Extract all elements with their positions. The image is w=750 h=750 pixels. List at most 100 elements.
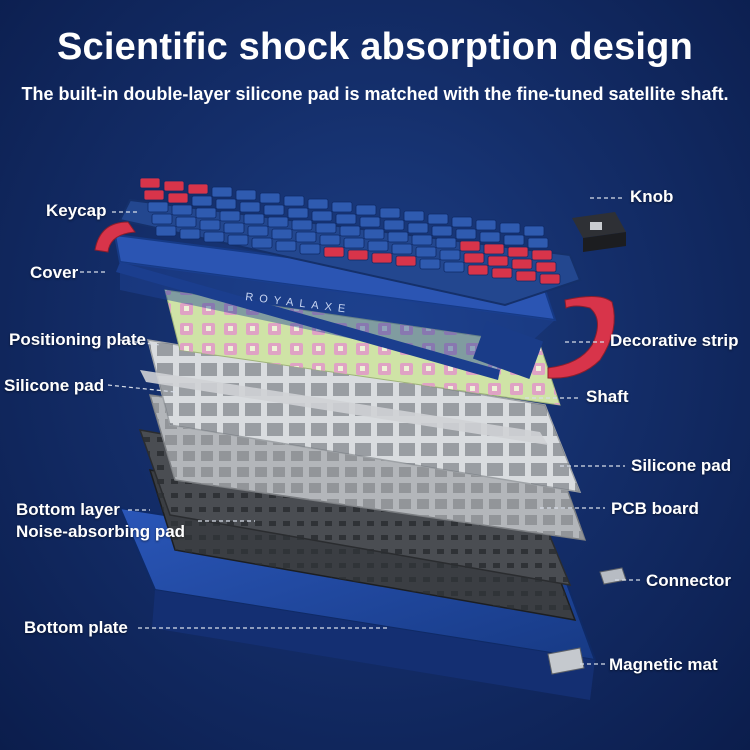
keycap	[415, 246, 437, 258]
keycap	[299, 243, 321, 255]
silicone-pad-upper	[140, 370, 548, 445]
label-keycap: Keycap	[46, 201, 107, 220]
keycap	[419, 258, 441, 270]
keycap	[359, 216, 381, 228]
page-title: Scientific shock absorption design	[56, 26, 694, 68]
keycap	[539, 273, 561, 285]
keycap	[263, 204, 285, 216]
page-subtitle: The built-in double-layer silicone pad i…	[21, 84, 729, 104]
label-bottom-plate: Bottom plate	[24, 618, 128, 637]
keycap	[283, 195, 305, 207]
keycap	[191, 195, 213, 207]
keycap	[467, 264, 489, 276]
keycap-grid	[139, 177, 561, 285]
keycap	[219, 210, 241, 222]
keycap	[483, 243, 505, 255]
keycap	[347, 249, 369, 261]
keycap	[179, 228, 201, 240]
keycap	[463, 252, 485, 264]
keycap	[311, 210, 333, 222]
label-connector: Connector	[646, 571, 731, 590]
keycap	[511, 258, 533, 270]
keycap	[267, 216, 289, 228]
label-silicone-pad-right: Silicone pad	[631, 456, 732, 475]
keycap	[395, 255, 417, 267]
keycap	[343, 237, 365, 249]
keycap	[391, 243, 413, 255]
keycap	[371, 252, 393, 264]
keycap	[215, 198, 237, 210]
keycap	[271, 228, 293, 240]
leader-lines	[80, 197, 640, 665]
keycap	[211, 186, 233, 198]
keycap	[319, 234, 341, 246]
keycap	[275, 240, 297, 252]
label-decorative-strip: Decorative strip	[610, 331, 739, 350]
keycap	[459, 240, 481, 252]
label-pcb-board: PCB board	[611, 499, 699, 518]
keycap	[527, 237, 549, 249]
keycap	[535, 261, 557, 273]
keycap	[307, 198, 329, 210]
label-noise-absorbing-pad: Noise-absorbing pad	[16, 522, 186, 541]
keycap	[235, 189, 257, 201]
keycap	[439, 249, 461, 261]
decorative-strips	[94, 221, 615, 379]
keycap	[331, 201, 353, 213]
keycap	[443, 261, 465, 273]
keycap	[479, 231, 501, 243]
keycap	[175, 216, 197, 228]
keycap	[143, 189, 165, 201]
keycap-layer	[118, 177, 582, 307]
keycap	[187, 183, 209, 195]
label-shaft: Shaft	[586, 387, 629, 406]
keycap	[151, 213, 173, 225]
keycap	[259, 192, 281, 204]
keycap	[383, 219, 405, 231]
keycap	[223, 222, 245, 234]
keycap	[291, 219, 313, 231]
keycap	[339, 225, 361, 237]
keycap	[355, 204, 377, 216]
keycap	[335, 213, 357, 225]
keycap	[451, 216, 473, 228]
keycap	[487, 255, 509, 267]
keycap	[195, 207, 217, 219]
magnetic-mat-part	[547, 647, 585, 675]
keycap	[155, 225, 177, 237]
label-magnetic-mat: Magnetic mat	[609, 655, 718, 674]
keycap	[247, 225, 269, 237]
keycap	[363, 228, 385, 240]
label-knob: Knob	[630, 187, 674, 206]
keycap	[323, 246, 345, 258]
keycap	[227, 234, 249, 246]
keycap	[387, 231, 409, 243]
keycap	[503, 234, 525, 246]
keycap	[147, 201, 169, 213]
keycap	[315, 222, 337, 234]
keycap	[287, 207, 309, 219]
knob-part	[572, 212, 626, 252]
keycap	[171, 204, 193, 216]
keycap	[251, 237, 273, 249]
keycap	[167, 192, 189, 204]
switch-layer	[164, 289, 561, 406]
keycap	[243, 213, 265, 225]
keycap	[403, 210, 425, 222]
keycap	[523, 225, 545, 237]
keycap	[531, 249, 553, 261]
cover-frame	[113, 233, 557, 380]
keycap	[515, 270, 537, 282]
keycap	[431, 225, 453, 237]
keycap	[199, 219, 221, 231]
keycap	[367, 240, 389, 252]
keycap	[427, 213, 449, 225]
keycap	[455, 228, 477, 240]
keycap	[491, 267, 513, 279]
keycap	[139, 177, 161, 189]
keycap	[499, 222, 521, 234]
label-silicone-pad-left: Silicone pad	[4, 376, 105, 395]
keycap	[379, 207, 401, 219]
keycap	[507, 246, 529, 258]
